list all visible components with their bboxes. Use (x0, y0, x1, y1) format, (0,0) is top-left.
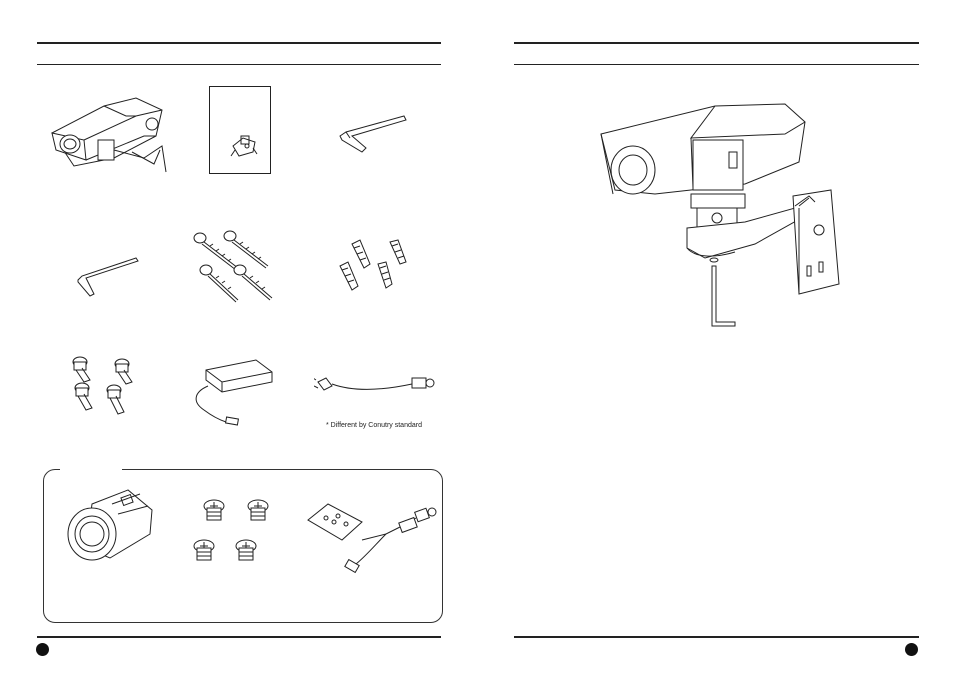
page-number-dot (905, 643, 918, 656)
bolts-illustration (70, 354, 140, 424)
camera-mount-illustration (595, 98, 845, 330)
camera-housing-illustration (44, 88, 174, 178)
screws-illustration (190, 228, 280, 306)
header-rule (514, 42, 919, 44)
header-rule (37, 42, 441, 44)
right-page (477, 0, 954, 682)
anchors-illustration (330, 236, 414, 296)
footer-rule (37, 636, 441, 638)
page-number-dot (36, 643, 49, 656)
quick-guide-illustration (209, 86, 271, 174)
left-page: * Different by Conutry standard (0, 0, 477, 682)
l-wrench-large-illustration (338, 112, 410, 156)
osd-remote-controller-illustration (306, 500, 438, 582)
header-subrule (514, 64, 919, 65)
power-cord-illustration (314, 368, 438, 402)
lens-illustration (62, 484, 158, 566)
mounting-screws-illustration (192, 496, 272, 572)
power-adapter-illustration (190, 358, 280, 430)
footer-rule (514, 636, 919, 638)
header-subrule (37, 64, 441, 65)
l-wrench-small-illustration (76, 256, 140, 300)
power-cord-note: * Different by Conutry standard (326, 422, 422, 429)
optional-items-tab (60, 467, 122, 470)
